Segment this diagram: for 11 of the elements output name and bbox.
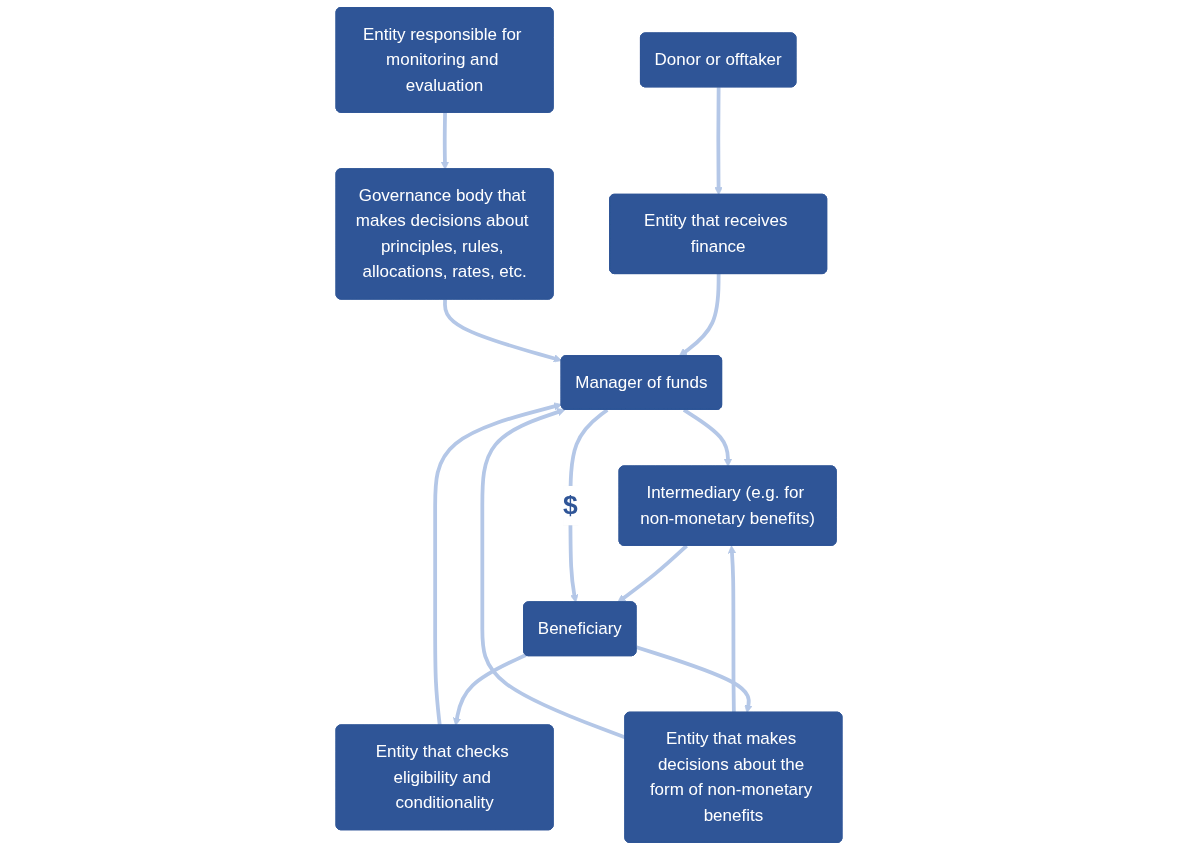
arrow [727, 545, 737, 713]
arrow [682, 408, 733, 467]
arrow [635, 645, 753, 714]
arrow [452, 653, 527, 726]
arrow [440, 112, 450, 170]
arrow [714, 87, 723, 196]
arrow [433, 402, 562, 726]
arrow [617, 544, 688, 603]
arrow [443, 299, 562, 363]
edge-label: $ [563, 490, 578, 520]
arrow [678, 274, 721, 357]
